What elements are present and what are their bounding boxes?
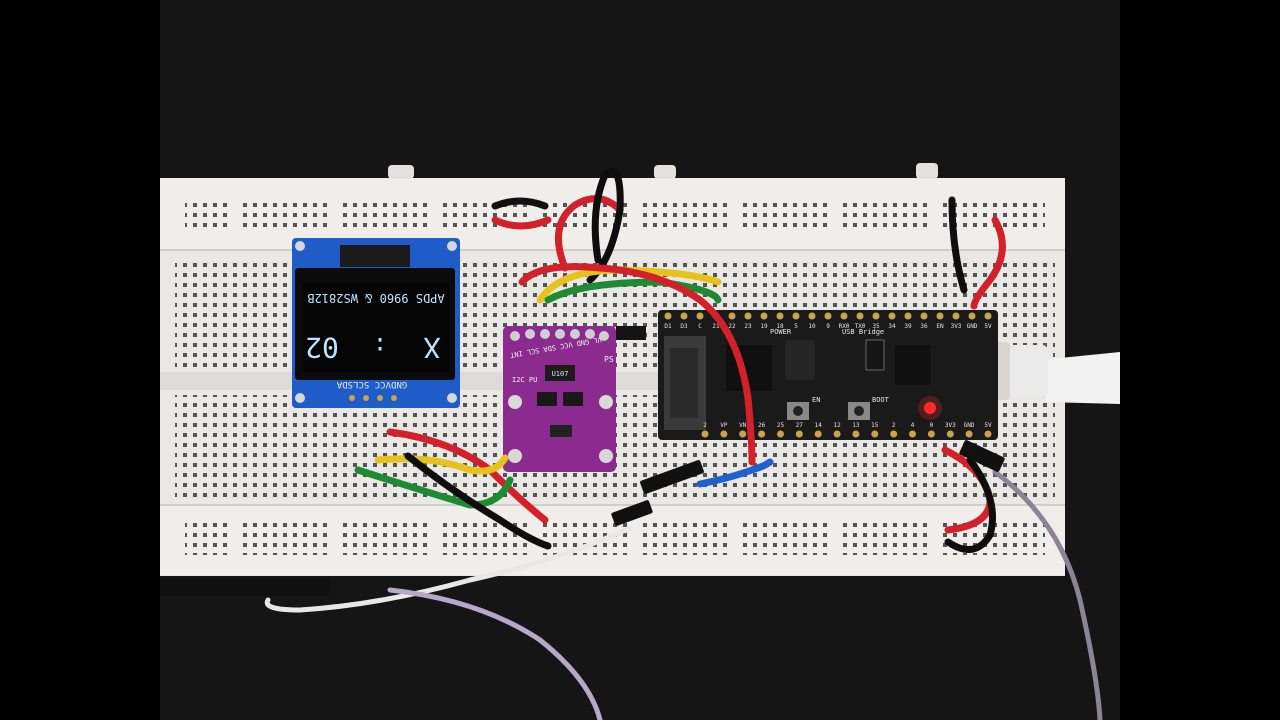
oled-pin-labels: GNDVCC SCLSDA (336, 379, 407, 389)
esp32-pin-hole (920, 312, 928, 320)
esp32-pin-label: 2 (703, 422, 707, 429)
esp32-pin-label: GND (964, 422, 975, 429)
esp32-pin-hole (744, 312, 752, 320)
esp32-pin-label: D1 (664, 323, 672, 330)
esp32-pin-hole (680, 312, 688, 320)
esp32-pin-label: 25 (777, 422, 785, 429)
esp32-pin-label: 14 (815, 422, 823, 429)
esp32-pin-hole (728, 312, 736, 320)
esp32-pin-label: 5V (984, 422, 992, 429)
esp32-pin-hole (792, 312, 800, 320)
esp32-pin-label: 34 (888, 323, 896, 330)
esp32-pin-hole (904, 312, 912, 320)
esp32-pin-label: 2 (892, 422, 896, 429)
esp32-power-label: POWER (770, 328, 792, 336)
oled-module: X : 02 APDS 9960 & WS2812B GNDVCC SCLSDA (292, 238, 460, 408)
pin-jumper (616, 326, 646, 340)
esp32-bottom-pin-labels: 2 VP VN 26 25 27 14 12 13 15 2 4 0 3V3 GND 5V (703, 422, 992, 429)
left-letterbox (0, 0, 160, 720)
esp32-pin-hole (936, 312, 944, 320)
esp32-pin-hole (808, 312, 816, 320)
esp32-pin-label: 5 (794, 323, 798, 330)
esp32-pin-label: RX0 (839, 323, 850, 330)
esp32-pin-label: 19 (760, 323, 768, 330)
esp32-pin-label: C (698, 323, 702, 330)
esp32-pin-label: TX0 (855, 323, 866, 330)
esp32-pin-holes (664, 312, 992, 438)
esp32-pin-hole (760, 312, 768, 320)
esp32-pin-label: 3V3 (945, 422, 956, 429)
esp32-pin-hole (965, 430, 973, 438)
power-led (924, 402, 936, 414)
esp32-pin-hole (856, 312, 864, 320)
esp32-pin-label: 13 (852, 422, 860, 429)
esp32-pin-label: 35 (872, 323, 880, 330)
esp32-pin-label: 10 (808, 323, 816, 330)
esp32-pin-hole (968, 312, 976, 320)
esp32-pin-label: 3V3 (951, 323, 962, 330)
esp32-pin-hole (984, 312, 992, 320)
esp32-pin-hole (777, 430, 784, 438)
esp32-pin-label: 23 (744, 323, 752, 330)
esp32-pin-label: EN (936, 323, 944, 330)
esp32-pin-label: 9 (826, 323, 830, 330)
esp32-en-label: EN (812, 396, 820, 404)
esp32-boot-label: BOOT (872, 396, 890, 404)
esp32-pin-label: 21 (712, 323, 720, 330)
esp32-pin-label: 15 (871, 422, 879, 429)
esp32-pin-hole (890, 430, 898, 438)
apds-sensor-module: VL GND VCC SDA SCL INT U107 PS I2C PU (503, 326, 616, 472)
esp32-usb-bridge-label: USB Bridge (842, 328, 884, 336)
esp32-pin-hole (909, 430, 916, 438)
esp32-pin-hole (833, 430, 841, 438)
esp32-pin-hole (984, 430, 992, 438)
esp32-pin-hole (664, 312, 672, 320)
oled-subtitle: APDS 9960 & WS2812B (307, 291, 444, 305)
esp32-pin-label: D3 (680, 323, 688, 330)
esp32-pin-hole (696, 312, 704, 320)
esp32-pin-label: 39 (904, 323, 912, 330)
esp32-pin-label: 26 (758, 422, 766, 429)
esp32-pin-hole (739, 430, 747, 438)
esp32-pin-hole (814, 430, 822, 438)
esp32-pin-label: 5V (984, 323, 992, 330)
esp32-top-pin-labels: D1 D3 C 21 22 23 19 18 5 10 9 RX0 TX0 35 34 39 36 EN 3V3 GN… (664, 323, 992, 330)
esp32-pin-hole (824, 312, 832, 320)
oled-main-right: 02 (305, 331, 339, 364)
esp32-pin-label: 12 (833, 422, 841, 429)
esp32-pin-hole (927, 430, 935, 438)
esp32-pin-label: VN (739, 422, 747, 429)
esp32-pin-hole (888, 312, 896, 320)
dupont-connectors (160, 440, 1005, 596)
esp32-pin-hole (946, 430, 954, 438)
esp32-pin-label: 0 (930, 422, 934, 429)
esp32-pin-label: 36 (920, 323, 928, 330)
jumper-wires (264, 168, 1103, 720)
esp32-pin-label: 18 (776, 323, 784, 330)
esp32-pin-hole (852, 430, 860, 438)
esp32-pin-label: GND (967, 323, 978, 330)
oled-main-left: X (423, 331, 440, 364)
esp32-pin-label: VP (720, 422, 728, 429)
esp32-pin-hole (952, 312, 960, 320)
esp32-pin-hole (840, 312, 848, 320)
esp32-pin-hole (795, 430, 803, 438)
esp32-pin-hole (871, 430, 879, 438)
right-letterbox (1120, 0, 1280, 720)
esp32-pin-label: 27 (796, 422, 804, 429)
esp32-pin-label: 4 (911, 422, 915, 429)
esp32-pin-hole (758, 430, 766, 438)
esp32-pin-label: 22 (728, 323, 736, 330)
sensor-chip-label: U107 (552, 370, 569, 378)
esp32-pin-hole (720, 430, 728, 438)
sensor-i2c-label: I2C PU (512, 376, 537, 384)
esp32-pin-hole (701, 430, 709, 438)
oled-main-sep: : (373, 332, 387, 360)
esp32-pin-hole (776, 312, 784, 320)
sensor-ps-label: PS (604, 355, 614, 364)
esp32-pin-hole (872, 312, 880, 320)
